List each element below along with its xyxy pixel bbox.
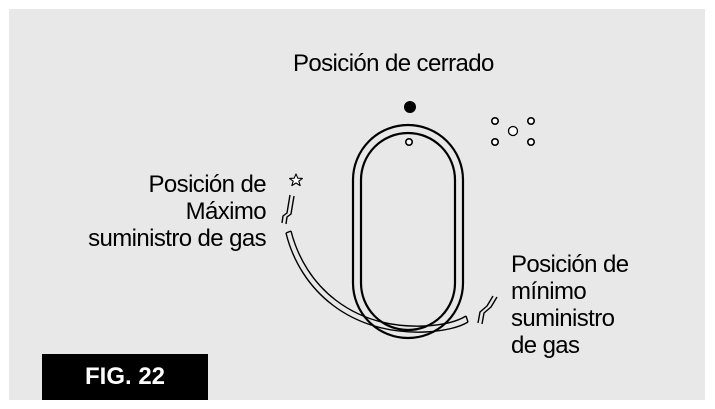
min-position-line-3: suministro [511,305,615,332]
closed-position-text: Posición de cerrado [293,50,494,77]
star-icon [289,173,303,187]
min-position-label: Posición de mínimo suministro de gas [511,251,629,359]
min-position-line-1: Posición de [511,251,629,278]
max-position-line-1: Posición de [148,171,267,198]
knob-outer-outline [351,123,465,340]
max-position-tick [281,194,295,225]
figure-caption: FIG. 22 [42,354,208,400]
diagram-panel [9,9,705,400]
closed-position-dot-icon [404,101,416,113]
knob-indicator-ring [404,138,413,147]
rotation-arc [285,230,469,333]
knob-inner-outline [359,131,457,332]
min-position-line-2: mínimo [511,278,587,305]
burner-dots-icon [490,117,535,147]
max-position-label: Posición de Máximo suministro de gas [60,171,266,252]
max-position-line-3: suministro de gas [88,225,266,252]
min-position-line-4: de gas [511,332,580,359]
min-position-tick [477,295,498,325]
max-position-line-2: Máximo [185,198,267,225]
closed-position-label: Posición de cerrado [293,50,494,77]
